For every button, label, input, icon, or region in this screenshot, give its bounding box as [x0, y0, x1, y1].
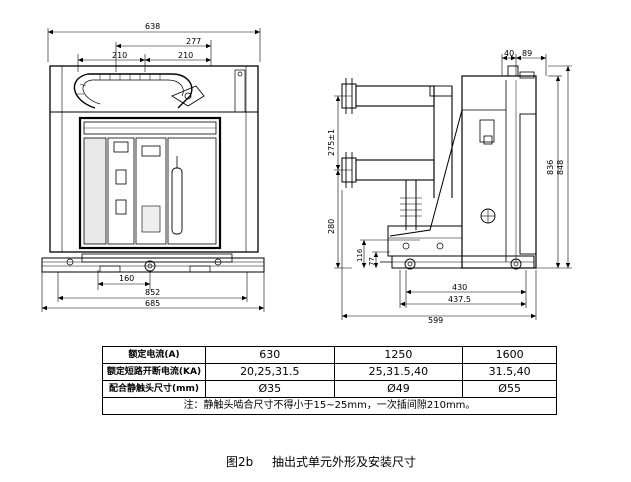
table-cell: 25,31.5,40 — [333, 363, 464, 381]
spec-table: 额定电流(A) 630 1250 1600 额定短路开断电流(KA) 20,25… — [102, 346, 557, 415]
table-cell: Ø35 — [205, 380, 335, 398]
front-breaker-body — [78, 116, 222, 250]
side-view: 40 89 836 848 275±1 280 116 — [327, 49, 572, 325]
table-cell: 630 — [205, 346, 335, 364]
dim-front-277 — [116, 40, 212, 66]
label-front-210-left: 210 — [112, 51, 127, 60]
label-front-160: 160 — [119, 274, 134, 283]
label-side-89: 89 — [522, 49, 532, 58]
table-cell: 1600 — [462, 346, 557, 364]
table-cell: 20,25,31.5 — [205, 363, 335, 381]
label-side-836: 836 — [546, 160, 555, 175]
dim-side-116-77 — [360, 239, 420, 268]
table-cell: 1250 — [333, 346, 464, 364]
side-lower-arm — [341, 152, 435, 230]
label-front-852: 852 — [145, 288, 160, 297]
figure-number: 图2b — [226, 455, 254, 469]
dim-side-bottom — [341, 190, 537, 320]
label-side-599: 599 — [428, 316, 443, 325]
side-breaker-body — [461, 75, 537, 269]
dim-front-bottom — [41, 270, 265, 312]
table-row: 额定短路开断电流(KA) 20,25,31.5 25,31.5,40 31.5,… — [102, 363, 557, 381]
label-side-77: 77 — [368, 257, 376, 266]
label-side-848: 848 — [556, 160, 565, 175]
front-cable-chain — [73, 73, 193, 109]
dim-side-top — [501, 54, 547, 76]
label-side-280: 280 — [327, 219, 336, 234]
front-truck-base — [41, 257, 265, 273]
label-side-430: 430 — [452, 283, 467, 292]
dim-side-right-vertical — [536, 65, 572, 269]
row-label: 额定短路开断电流(KA) — [102, 363, 206, 381]
table-row: 注：静触头啮合尺寸不得小于15~25mm，一次插间隙210mm。 — [102, 397, 557, 415]
front-crank-hole — [144, 260, 156, 272]
label-side-40: 40 — [504, 49, 514, 58]
dim-front-210-pair — [77, 42, 211, 72]
label-side-275: 275±1 — [327, 129, 336, 156]
dim-front-overall-top — [47, 28, 261, 62]
label-front-210-right: 210 — [178, 51, 193, 60]
table-cell: Ø55 — [462, 380, 557, 398]
table-note: 注：静触头啮合尺寸不得小于15~25mm，一次插间隙210mm。 — [102, 397, 557, 415]
label-side-437: 437.5 — [448, 295, 471, 304]
table-row: 额定电流(A) 630 1250 1600 — [102, 346, 557, 364]
label-front-685: 685 — [145, 299, 160, 308]
table-cell: Ø49 — [333, 380, 464, 398]
row-label: 配合静触头尺寸(mm) — [102, 380, 206, 398]
label-side-116: 116 — [356, 248, 364, 262]
row-label: 额定电流(A) — [102, 346, 206, 364]
table-row: 配合静触头尺寸(mm) Ø35 Ø49 Ø55 — [102, 380, 557, 398]
figure-title: 抽出式单元外形及安装尺寸 — [272, 455, 417, 469]
front-view: 638 277 210 210 — [41, 22, 265, 312]
label-front-overall: 638 — [145, 22, 160, 31]
table-cell: 31.5,40 — [462, 363, 557, 381]
front-cabinet-outline — [49, 65, 259, 253]
label-front-277: 277 — [186, 37, 201, 46]
dim-side-left-vertical — [334, 95, 352, 269]
